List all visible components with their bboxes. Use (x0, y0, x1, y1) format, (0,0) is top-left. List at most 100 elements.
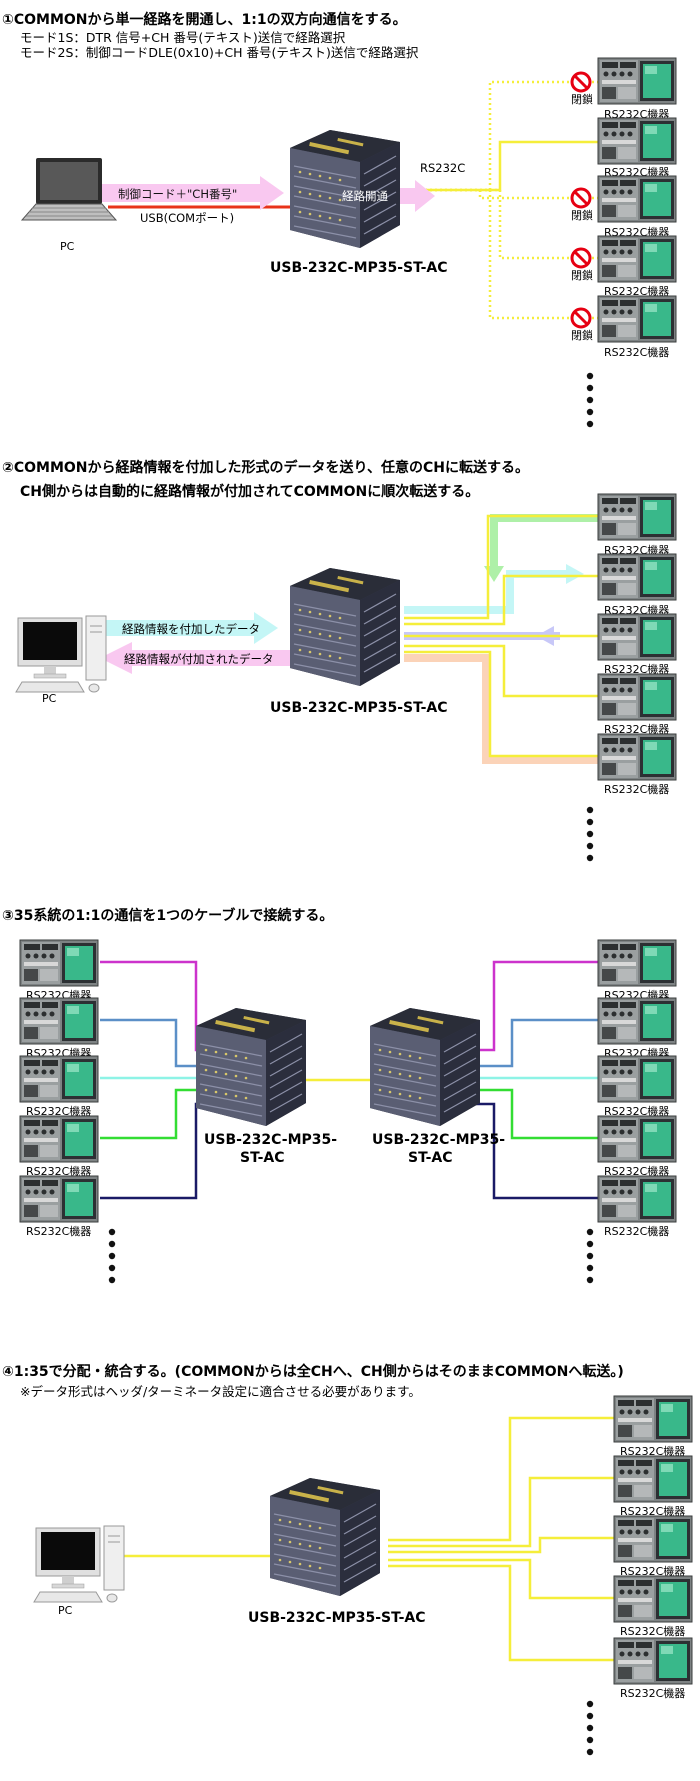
unit-label: USB-232C-MP35-ST-AC (270, 700, 448, 716)
section-4: ④1:35で分配・統合する。(COMMONからは全CHへ、CH側からはそのままC… (2, 1363, 693, 1756)
rs232c-device-icon (19, 997, 99, 1045)
right-device-list: RS232C機器 RS232C機器 RS232C機器 RS232C機器 RS23… (597, 939, 677, 1238)
closed-label: 閉鎖 (571, 328, 593, 342)
send-data-label: 経路情報を付加したデータ (122, 622, 260, 636)
continuation-dots-left (108, 1228, 116, 1284)
prohibit-icon (570, 71, 592, 93)
cyan-route-arrowhead (566, 564, 584, 584)
rs232c-device-icon (19, 1115, 99, 1163)
unit-right-label-line1: USB-232C-MP35- (372, 1132, 505, 1148)
mode-2s-text: モード2S：制御コードDLE(0x10)+CH 番号(テキスト)送信で経路選択 (20, 45, 419, 60)
receive-data-label: 経路情報が付加されたデータ (124, 652, 274, 666)
multiplexer-unit-icon (269, 1477, 381, 1597)
rs232c-device-icon (597, 493, 677, 541)
rs232c-device-icon (597, 1055, 677, 1103)
device-label: RS232C機器 (604, 1164, 669, 1178)
rs232c-device-icon (597, 673, 677, 721)
device-label: RS232C機器 (26, 1224, 91, 1238)
device-label: RS232C機器 (604, 345, 669, 359)
route-open-label: 経路開通 (342, 189, 388, 203)
rs232c-device-icon (613, 1455, 693, 1503)
multiplexer-unit-icon (289, 567, 401, 687)
channel-lines (420, 80, 598, 320)
pc-label: PC (60, 240, 75, 253)
prohibit-icon (570, 307, 592, 329)
section-4-subline: ※データ形式はヘッダ/ターミネータ設定に適合させる必要があります。 (20, 1384, 421, 1399)
receive-data-arrow (100, 642, 304, 674)
multiplexer-unit-left-icon (195, 1007, 307, 1127)
rs232c-device-icon (597, 553, 677, 601)
device-label: RS232C機器 (620, 1686, 685, 1700)
rs232c-device-icon (613, 1575, 693, 1623)
rs232c-device-icon (613, 1637, 693, 1685)
device-list: RS232C機器 RS232C機器 RS232C機器 RS232C機器 RS23… (597, 57, 677, 359)
device-label: RS232C機器 (620, 1564, 685, 1578)
control-code-arrow (100, 176, 284, 210)
closed-label: 閉鎖 (571, 268, 593, 282)
left-device-list: RS232C機器 RS232C機器 RS232C機器 RS232C機器 RS23… (19, 939, 99, 1238)
pc-label: PC (42, 692, 57, 705)
device-label: RS232C機器 (620, 1504, 685, 1518)
rs232c-device-icon (597, 997, 677, 1045)
rs232c-device-icon (597, 57, 677, 105)
desktop-pc-icon (33, 1525, 125, 1603)
rs232c-device-icon (597, 1115, 677, 1163)
usb-label: USB(COMポート) (140, 211, 234, 225)
device-label: RS232C機器 (26, 1104, 91, 1118)
device-label: RS232C機器 (604, 722, 669, 736)
closed-label: 閉鎖 (571, 208, 593, 222)
rs232c-device-icon (597, 295, 677, 343)
continuation-dots-right (586, 1228, 594, 1284)
section-3: ③35系統の1:1の通信を1つのケーブルで接続する。 USB-232C-MP35… (2, 907, 677, 1284)
pc-label: PC (58, 1604, 73, 1617)
rs232c-device-icon (597, 613, 677, 661)
continuation-dots (586, 372, 594, 428)
control-code-label: 制御コード＋"CH番号" (118, 187, 237, 201)
section-1-heading: ①COMMONから単一経路を開通し、1:1の双方向通信をする。 (2, 11, 407, 28)
device-label: RS232C機器 (620, 1444, 685, 1458)
rs232c-device-icon (613, 1395, 693, 1443)
device-label: RS232C機器 (604, 662, 669, 676)
continuation-dots (586, 1700, 594, 1756)
laptop-icon (21, 157, 117, 221)
green-route-band (490, 514, 598, 572)
unit-left-label-line1: USB-232C-MP35- (204, 1132, 337, 1148)
rs232c-device-icon (613, 1515, 693, 1563)
section-3-heading: ③35系統の1:1の通信を1つのケーブルで接続する。 (2, 907, 333, 924)
send-data-arrow (100, 612, 278, 644)
rs232c-label: RS232C (420, 161, 465, 175)
rs232c-device-icon (597, 235, 677, 283)
rs232c-device-icon (597, 175, 677, 223)
unit-label: USB-232C-MP35-ST-AC (270, 260, 448, 276)
device-label: RS232C機器 (620, 1624, 685, 1638)
closed-markers: 閉鎖 閉鎖 閉鎖 閉鎖 (570, 71, 593, 342)
distribution-lines (118, 1416, 616, 1662)
rs232c-device-icon (597, 733, 677, 781)
right-channel-lines (474, 960, 598, 1200)
rs232c-device-icon (19, 939, 99, 987)
device-label: RS232C機器 (604, 782, 669, 796)
rs232c-device-icon (597, 1175, 677, 1223)
device-label: RS232C機器 (604, 284, 669, 298)
section-4-heading: ④1:35で分配・統合する。(COMMONからは全CHへ、CH側からはそのままC… (2, 1363, 624, 1380)
device-label: RS232C機器 (26, 1164, 91, 1178)
prohibit-icon (570, 187, 592, 209)
multiplexer-unit-right-icon (369, 1007, 481, 1127)
section-2-subline: CH側からは自動的に経路情報が付加されてCOMMONに順次転送する。 (20, 483, 479, 500)
unit-left-label-line2: ST-AC (240, 1150, 285, 1166)
channel-lines (404, 514, 598, 758)
rs232c-device-icon (597, 117, 677, 165)
closed-label: 閉鎖 (571, 92, 593, 106)
continuation-dots (586, 806, 594, 862)
unit-label: USB-232C-MP35-ST-AC (248, 1610, 426, 1626)
device-list: RS232C機器 RS232C機器 RS232C機器 RS232C機器 RS23… (613, 1395, 693, 1700)
prohibit-icon (570, 247, 592, 269)
peach-route-band (404, 654, 598, 764)
rs232c-device-icon (597, 939, 677, 987)
section-2-heading: ②COMMONから経路情報を付加した形式のデータを送り、任意のCHに転送する。 (2, 459, 529, 476)
mode-1s-text: モード1S：DTR 信号+CH 番号(テキスト)送信で経路選択 (20, 30, 346, 45)
cyan-route-band (404, 570, 570, 614)
unit-right-label-line2: ST-AC (408, 1150, 453, 1166)
section-2: ②COMMONから経路情報を付加した形式のデータを送り、任意のCHに転送する。 … (2, 459, 677, 862)
